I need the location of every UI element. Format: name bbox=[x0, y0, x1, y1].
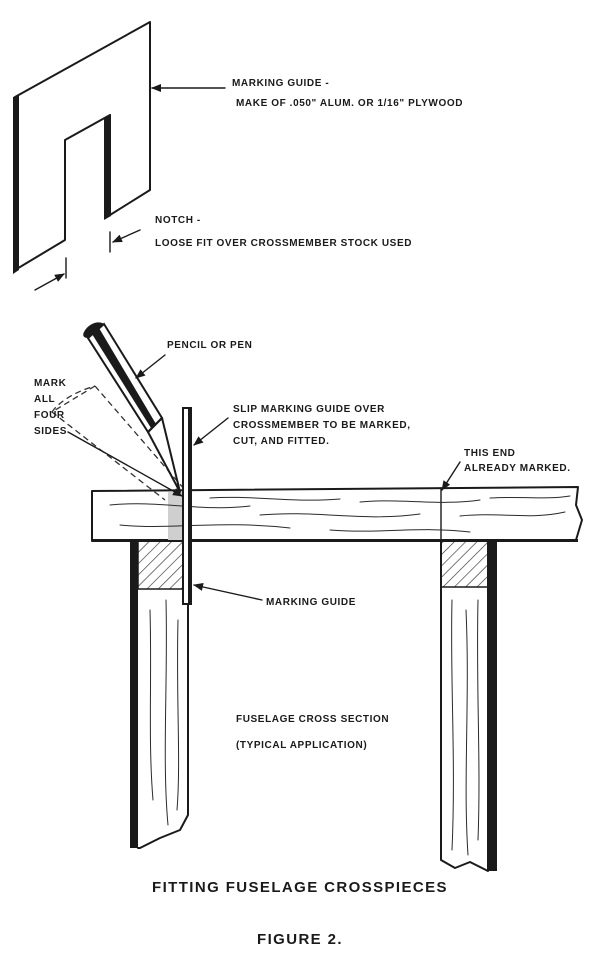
figure-number: FIGURE 2. bbox=[257, 931, 343, 948]
svg-text:SIDES: SIDES bbox=[34, 426, 67, 437]
notch-dimension bbox=[34, 229, 141, 291]
svg-text:(TYPICAL APPLICATION): (TYPICAL APPLICATION) bbox=[236, 740, 367, 751]
mark-all-four-sides-label: MARK ALL FOUR SIDES bbox=[34, 378, 67, 437]
svg-text:ALREADY MARKED.: ALREADY MARKED. bbox=[464, 463, 571, 474]
svg-text:CUT, AND FITTED.: CUT, AND FITTED. bbox=[233, 436, 329, 447]
notch-description: LOOSE FIT OVER CROSSMEMBER STOCK USED bbox=[155, 238, 412, 249]
svg-text:FUSELAGE CROSS SECTION: FUSELAGE CROSS SECTION bbox=[236, 714, 389, 725]
marking-guide-lower-label: MARKING GUIDE bbox=[266, 597, 356, 608]
figure-caption: FITTING FUSELAGE CROSSPIECES bbox=[152, 879, 448, 896]
phantom-crossmember bbox=[50, 385, 186, 501]
marking-guide-vertical bbox=[182, 407, 192, 605]
left-upright bbox=[130, 540, 189, 849]
this-end-label: THIS END ALREADY MARKED. bbox=[464, 448, 571, 474]
right-upright bbox=[440, 540, 497, 872]
svg-text:MARK: MARK bbox=[34, 378, 67, 389]
svg-text:SLIP MARKING GUIDE OVER: SLIP MARKING GUIDE OVER bbox=[233, 404, 385, 415]
pencil-label: PENCIL OR PEN bbox=[167, 340, 252, 351]
lower-leaders bbox=[67, 354, 461, 601]
marking-guide-material: MAKE OF .050" ALUM. OR 1/16" PLYWOOD bbox=[236, 98, 463, 109]
svg-text:ALL: ALL bbox=[34, 394, 55, 405]
cross-section-label: FUSELAGE CROSS SECTION (TYPICAL APPLICAT… bbox=[236, 714, 389, 751]
notch-title: NOTCH - bbox=[155, 215, 201, 226]
pencil-icon bbox=[83, 322, 181, 493]
svg-text:CROSSMEMBER TO BE MARKED,: CROSSMEMBER TO BE MARKED, bbox=[233, 420, 411, 431]
svg-text:FOUR: FOUR bbox=[34, 410, 65, 421]
svg-text:THIS END: THIS END bbox=[464, 448, 515, 459]
crossmember bbox=[91, 486, 583, 542]
marking-guide-title: MARKING GUIDE - bbox=[232, 78, 329, 89]
slip-instruction-label: SLIP MARKING GUIDE OVER CROSSMEMBER TO B… bbox=[233, 404, 411, 447]
marking-guide-plate bbox=[13, 21, 151, 274]
